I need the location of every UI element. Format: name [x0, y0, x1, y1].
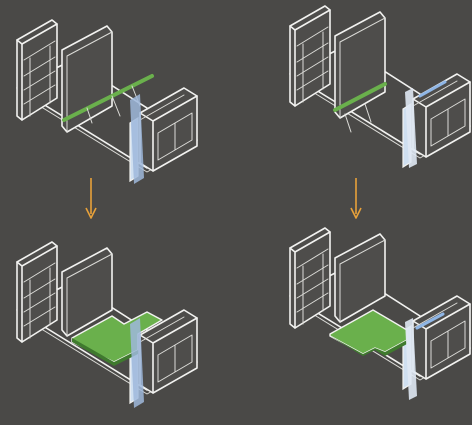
arrow-left [86, 178, 96, 218]
panel-top-right [290, 6, 470, 168]
panel-bottom-right [290, 228, 470, 400]
arrow-right [351, 178, 361, 218]
panel-top-left [17, 20, 197, 184]
panel-bottom-left [17, 242, 197, 408]
